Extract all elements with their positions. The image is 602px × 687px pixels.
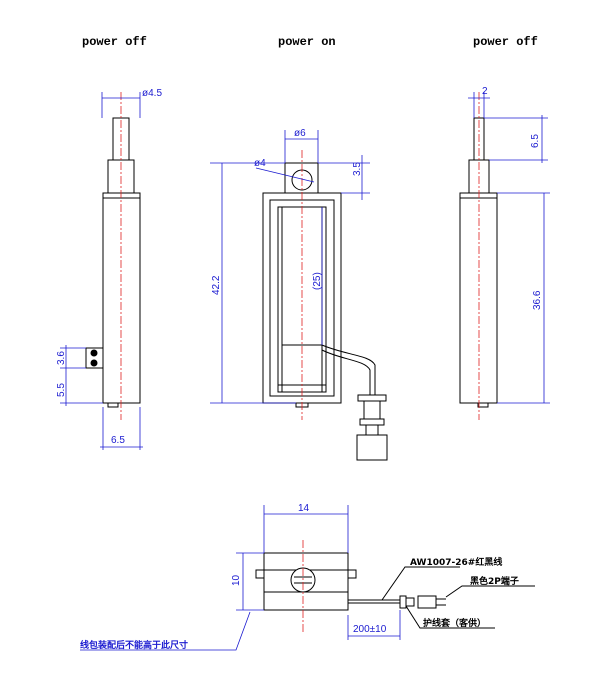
dim-center-phi4: ø4 (254, 158, 266, 169)
left-view: ø4.5 3.6 5.5 6.5 (56, 88, 162, 450)
dim-left-phi: ø4.5 (142, 88, 162, 99)
center-sleeve (363, 400, 381, 420)
center-sleeve-top (357, 394, 387, 402)
right-view: 2 6.5 36.6 (459, 86, 550, 420)
dim-left-55: 5.5 (56, 383, 67, 397)
note-coil: 线包装配后不能高于此尺寸 (80, 639, 188, 651)
dim-bottom-200: 200±10 (353, 624, 387, 635)
note-terminal: 黑色2P端子 (470, 575, 519, 587)
dim-left-65: 6.5 (111, 435, 125, 446)
dim-right-366: 36.6 (532, 290, 543, 310)
dim-center-35: 3.5 (352, 162, 363, 176)
right-foot (477, 402, 489, 408)
dim-center-phi6: ø6 (294, 128, 306, 139)
dim-center-422: 42.2 (211, 275, 222, 295)
dim-right-65: 6.5 (530, 134, 541, 148)
dim-right-2: 2 (482, 86, 488, 97)
bottom-sleeve-end (405, 597, 415, 607)
title-center: power on (278, 35, 336, 49)
dim-left-36: 3.6 (56, 351, 67, 365)
dim-center-25: (25) (312, 272, 323, 290)
dim-bottom-14: 14 (298, 503, 310, 514)
bottom-tab-right (347, 569, 357, 579)
note-sleeve: 护线套（客供） (423, 617, 486, 629)
left-foot (107, 402, 119, 408)
terminal-pin-2 (90, 359, 98, 367)
dim-bottom-10: 10 (231, 574, 242, 586)
center-plunger-head (284, 162, 319, 194)
left-terminal-block (85, 347, 104, 369)
bottom-connector (417, 595, 437, 609)
bottom-tab-left (255, 569, 265, 579)
right-body (459, 192, 498, 404)
terminal-pin-1 (90, 349, 98, 357)
center-connector-neck (359, 418, 385, 426)
bottom-view: 14 10 200±10 AW1007-26#红黑线 黑色2P端子 护线套（客供… (80, 503, 535, 651)
title-left: power off (82, 35, 147, 49)
title-right: power off (473, 35, 538, 49)
center-view: ø6 ø4 3.5 42.2 (25) (210, 128, 388, 461)
left-body (102, 192, 141, 404)
note-wire: AW1007-26#红黑线 (410, 556, 502, 568)
bottom-sleeve (399, 595, 407, 609)
center-connector (356, 434, 388, 461)
